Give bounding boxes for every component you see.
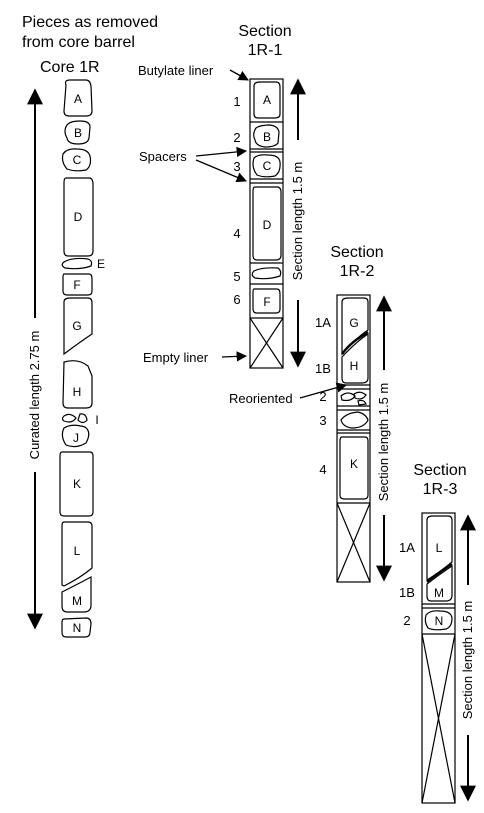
section1-title-line-2: 1R-1 xyxy=(248,42,283,59)
piece-D xyxy=(63,177,94,257)
piece-G xyxy=(63,297,93,356)
section2-title-line-1: Section xyxy=(330,244,383,261)
section2-row-3: 3 xyxy=(319,413,326,428)
core-label: Core 1R xyxy=(40,59,100,76)
piece-label-C: C xyxy=(73,153,82,167)
section3-row-1B: 1B xyxy=(399,585,415,600)
section1-piece-A: A xyxy=(263,93,271,107)
section3-piece-M: M xyxy=(434,586,444,600)
section2-liner xyxy=(336,294,371,583)
left-title-line-1: Pieces as removed xyxy=(22,14,158,31)
annotation-spacers: Spacers xyxy=(139,149,187,164)
section1-row-1: 1 xyxy=(233,94,240,109)
section2-piece-G: G xyxy=(349,316,358,330)
piece-label-F: F xyxy=(73,278,80,292)
section2-title-line-2: 1R-2 xyxy=(340,263,375,280)
section3-length-label: Section length 1.5 m xyxy=(460,601,475,720)
section3-piece-L: L xyxy=(436,541,443,555)
piece-K xyxy=(59,451,94,517)
section1-piece-D: D xyxy=(263,218,272,232)
piece-label-K: K xyxy=(73,477,81,491)
piece-A xyxy=(63,79,93,117)
section2-fracture xyxy=(341,331,369,355)
section2-piece-H: H xyxy=(350,359,359,373)
section2-row-4: 4 xyxy=(319,462,326,477)
section1-piece-C: C xyxy=(263,159,272,173)
section1-liner xyxy=(249,78,284,369)
piece-label-M: M xyxy=(72,594,82,608)
section1-length-label: Section length 1.5 m xyxy=(290,162,305,281)
section1-title-line-1: Section xyxy=(238,23,291,40)
piece-F xyxy=(62,273,93,296)
annotation-butylate-liner: Butylate liner xyxy=(138,63,214,78)
piece-label-G: G xyxy=(72,319,81,333)
piece-L xyxy=(61,521,93,587)
section3-row-2: 2 xyxy=(403,613,410,628)
section3-title-line-1: Section xyxy=(413,462,466,479)
section1-row-2: 2 xyxy=(233,130,240,145)
piece-N xyxy=(61,617,92,638)
section3-liner xyxy=(421,512,456,804)
section1-row-4: 4 xyxy=(233,226,240,241)
section2-row-2: 2 xyxy=(319,389,326,404)
spacers-arrow-1 xyxy=(195,146,248,158)
piece-M xyxy=(61,575,92,613)
piece-label-H: H xyxy=(73,385,82,399)
piece-B xyxy=(64,120,91,145)
butylate-liner-arrow xyxy=(229,69,249,81)
piece-E xyxy=(61,257,93,270)
section1-row-3: 3 xyxy=(233,159,240,174)
section2-length-label: Section length 1.5 m xyxy=(376,383,391,502)
piece-C xyxy=(61,148,92,172)
piece-H xyxy=(62,360,93,409)
piece-label-J: J xyxy=(73,431,79,445)
piece-J xyxy=(61,424,90,448)
spacers-arrow-2 xyxy=(195,159,247,183)
section3-fracture xyxy=(426,563,453,583)
section2-piece-K: K xyxy=(350,457,358,471)
piece-label-E: E xyxy=(97,257,105,271)
piece-label-I: I xyxy=(95,413,98,427)
reoriented-arrow xyxy=(299,382,348,399)
section2-row-1A: 1A xyxy=(315,315,331,330)
empty-liner-arrow xyxy=(221,351,248,362)
piece-label-N: N xyxy=(73,621,82,635)
section1-piece-B: B xyxy=(263,130,271,144)
section1-row-5: 5 xyxy=(233,269,240,284)
section3-row-1A: 1A xyxy=(399,540,415,555)
annotation-reoriented: Reoriented xyxy=(229,391,293,406)
annotation-empty-liner: Empty liner xyxy=(143,350,209,365)
piece-label-B: B xyxy=(74,126,82,140)
section2-row-1B: 1B xyxy=(315,361,331,376)
piece-label-A: A xyxy=(74,92,82,106)
section3-piece-N: N xyxy=(435,614,444,628)
section1-row-6: 6 xyxy=(233,292,240,307)
curated-length-label: Curated length 2.75 m xyxy=(27,331,42,460)
piece-label-L: L xyxy=(74,544,81,558)
piece-I xyxy=(61,413,88,424)
section1-piece-F: F xyxy=(263,295,270,309)
left-title-line-2: from core barrel xyxy=(22,34,135,51)
piece-label-D: D xyxy=(74,210,83,224)
section3-title-line-2: 1R-3 xyxy=(423,481,458,498)
